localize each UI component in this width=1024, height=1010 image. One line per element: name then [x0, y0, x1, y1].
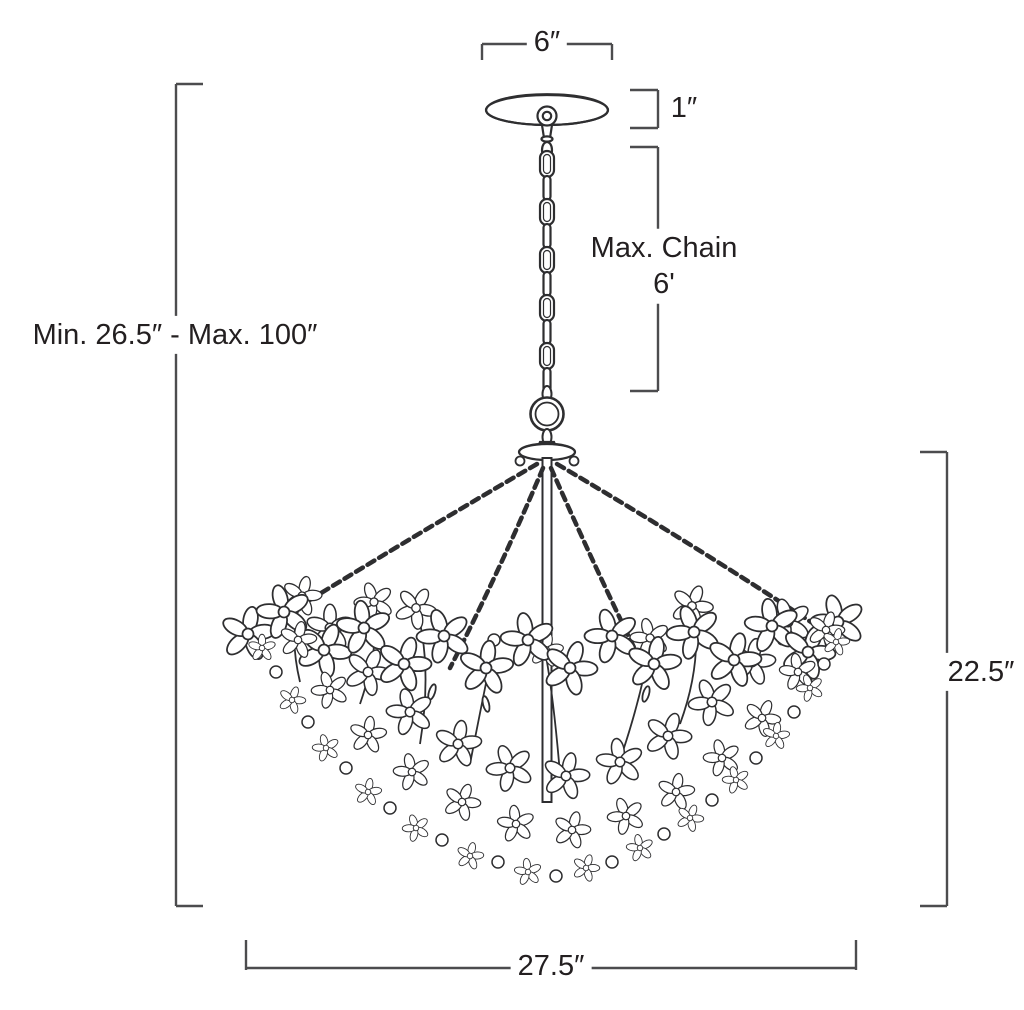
overall-height-dimension [174, 82, 203, 908]
hanging-chain [538, 149, 556, 394]
ceiling-canopy [484, 93, 610, 160]
canopy-width-label: 6″ [526, 22, 568, 62]
dimension-lines [174, 42, 949, 970]
max-chain-value: 6' [653, 268, 675, 300]
canopy-height-label: 1″ [663, 88, 705, 128]
canopy-height-dimension [630, 88, 660, 130]
overall-height-label: Min. 26.5″ - Max. 100″ [25, 315, 325, 355]
suspension-ring [529, 385, 565, 446]
spreader-hub [514, 440, 580, 467]
fixture-height-label: 22.5″ [940, 652, 1022, 692]
fixture-width-label: 27.5″ [510, 946, 592, 986]
max-chain-label: Max. Chain 6' [583, 228, 745, 304]
flower-bowl [214, 570, 874, 888]
max-chain-text: Max. Chain [590, 231, 738, 264]
